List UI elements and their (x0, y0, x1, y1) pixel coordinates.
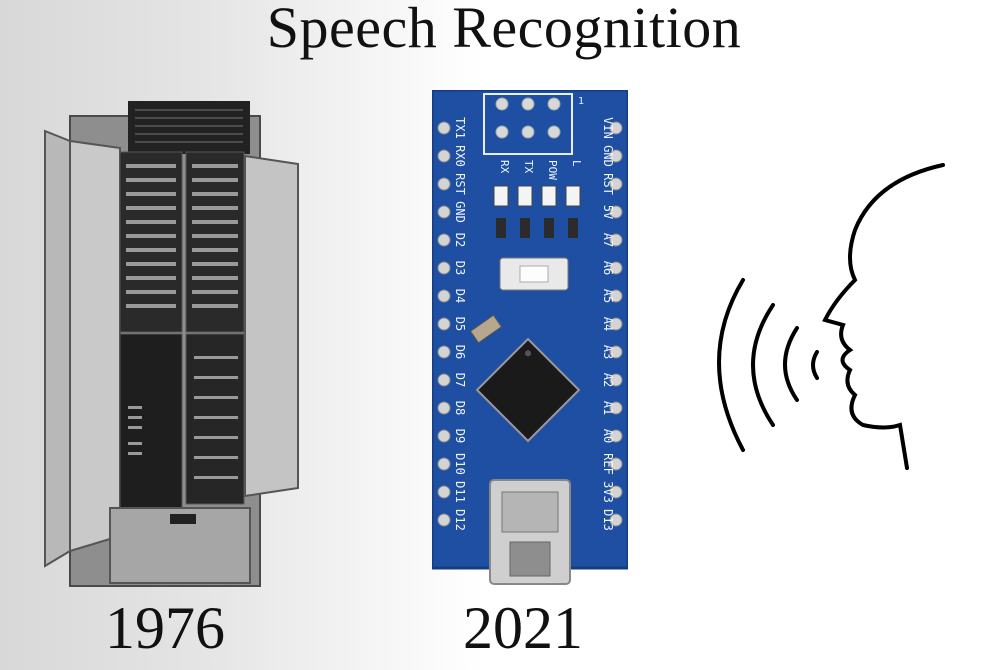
led-label: POW (546, 160, 559, 180)
vintage-mainframe-cabinet (44, 101, 299, 587)
pin-label-left: D5 (453, 317, 467, 331)
pin-label-right: A4 (601, 317, 615, 331)
pin-label-left: D2 (453, 233, 467, 247)
pin-label-right: D13 (601, 509, 615, 531)
led-label: RX (498, 160, 511, 174)
pin-label-right: A3 (601, 345, 615, 359)
pin-label-left: RX0 (453, 145, 467, 167)
year-2021: 2021 (463, 595, 583, 661)
pin-label-left: D4 (453, 289, 467, 303)
led-label: L (570, 160, 583, 167)
led-label: TX (522, 160, 535, 174)
pin-label-left: D3 (453, 261, 467, 275)
pin-label-right: GND (601, 145, 615, 167)
pin-label-left: D9 (453, 429, 467, 443)
pin-label-right: A5 (601, 289, 615, 303)
pin-label-left: RST (453, 173, 467, 195)
pin-label-right: RST (601, 173, 615, 195)
pin-label-left: D11 (453, 481, 467, 503)
pin-label-left: D6 (453, 345, 467, 359)
pin-label-right: 5V (601, 205, 615, 219)
pin-label-right: VIN (601, 117, 615, 139)
pin-label-left: TX1 (453, 117, 467, 139)
pin-label-left: D12 (453, 509, 467, 531)
pin-label-right: A7 (601, 233, 615, 247)
pin-label-left: D10 (453, 453, 467, 475)
pin-label-right: 3V3 (601, 481, 615, 503)
pin-label-right: A0 (601, 429, 615, 443)
speaking-head-icon (717, 163, 945, 470)
pin-label-right: A6 (601, 261, 615, 275)
year-1976: 1976 (105, 595, 225, 661)
pin-label-left: GND (453, 201, 467, 223)
pin-label-left: D7 (453, 373, 467, 387)
pin-label-right: REF (601, 453, 615, 475)
pin-label-left: D8 (453, 401, 467, 415)
microcontroller-board: 1 TX1RX0RSTGNDD2D3D4D5D6D7D8D9D10D11D12 … (432, 90, 628, 585)
header-mark: 1 (578, 96, 584, 107)
pin-label-right: A2 (601, 373, 615, 387)
page-title: Speech Recognition (266, 0, 742, 60)
pin-label-right: A1 (601, 401, 615, 415)
